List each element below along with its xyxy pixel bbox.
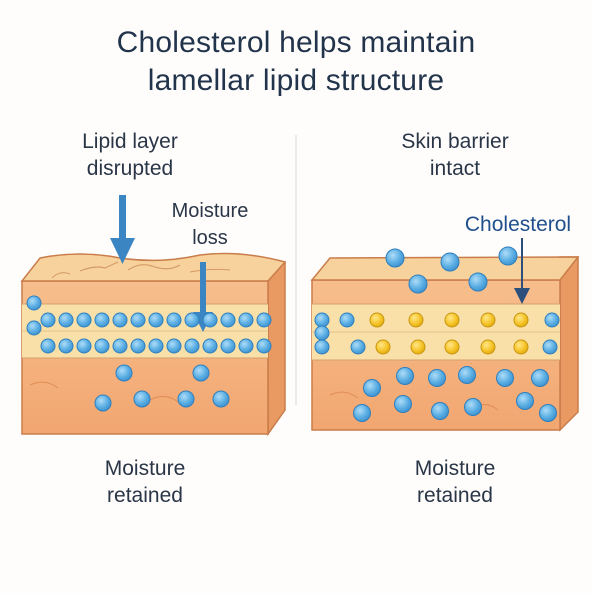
lipid-molecule bbox=[314, 339, 330, 355]
lipid-disrupted-arrow bbox=[110, 195, 135, 264]
lipid-molecule bbox=[130, 338, 146, 354]
lipid-molecule bbox=[350, 339, 366, 355]
water-droplet bbox=[428, 369, 446, 387]
lipid-molecule bbox=[256, 338, 272, 354]
cholesterol-molecule bbox=[444, 339, 460, 355]
left-bottom-label-1: Moisture bbox=[104, 457, 186, 480]
left-block-top bbox=[20, 252, 287, 282]
lipid-molecule bbox=[166, 338, 182, 354]
water-droplet bbox=[133, 390, 151, 408]
cholesterol-molecule bbox=[513, 312, 529, 328]
water-droplet bbox=[353, 404, 371, 422]
left-top-label-2: disrupted bbox=[86, 157, 174, 180]
water-droplet bbox=[192, 364, 210, 382]
moisture-loss-label-1: Moisture bbox=[171, 200, 249, 222]
lipid-molecule bbox=[94, 338, 110, 354]
lipid-molecule bbox=[76, 312, 92, 328]
cholesterol-molecule bbox=[480, 339, 496, 355]
lipid-molecule bbox=[238, 312, 254, 328]
lipid-molecule bbox=[148, 338, 164, 354]
lipid-molecule bbox=[339, 312, 355, 328]
water-droplet bbox=[385, 248, 405, 268]
lipid-molecule bbox=[220, 312, 236, 328]
water-droplet bbox=[516, 392, 534, 410]
water-droplet bbox=[394, 395, 412, 413]
water-droplet bbox=[458, 366, 476, 384]
cholesterol-molecule bbox=[410, 339, 426, 355]
water-droplet bbox=[531, 369, 549, 387]
lipid-molecule bbox=[544, 312, 560, 328]
lipid-molecule bbox=[184, 338, 200, 354]
cholesterol-molecule bbox=[513, 339, 529, 355]
lipid-molecule bbox=[202, 338, 218, 354]
cholesterol-molecule bbox=[444, 312, 460, 328]
cholesterol-molecule bbox=[369, 312, 385, 328]
title-line-2: lamellar lipid structure bbox=[147, 64, 445, 97]
lipid-molecule bbox=[58, 312, 74, 328]
water-droplet bbox=[363, 379, 381, 397]
water-droplet bbox=[464, 398, 482, 416]
water-droplet bbox=[212, 390, 230, 408]
water-droplet bbox=[498, 246, 518, 266]
left-bottom-label-2: retained bbox=[107, 484, 183, 507]
cholesterol-molecule bbox=[375, 339, 391, 355]
moisture-loss-label-2: loss bbox=[192, 227, 228, 249]
lipid-molecule bbox=[314, 325, 330, 341]
water-droplet bbox=[431, 402, 449, 420]
lipid-molecule bbox=[112, 338, 128, 354]
water-droplet bbox=[440, 252, 460, 272]
right-block-side bbox=[559, 256, 579, 432]
lipid-molecule bbox=[184, 312, 200, 328]
cholesterol-molecule bbox=[480, 312, 496, 328]
lipid-molecule bbox=[542, 339, 558, 355]
molecule-dots bbox=[26, 246, 560, 422]
lipid-molecule bbox=[40, 312, 56, 328]
title-line-1: Cholesterol helps maintain bbox=[116, 26, 476, 59]
lipid-molecule bbox=[238, 338, 254, 354]
lipid-molecule bbox=[202, 312, 218, 328]
lipid-molecule bbox=[112, 312, 128, 328]
lipid-molecule bbox=[256, 312, 272, 328]
water-droplet bbox=[177, 390, 195, 408]
water-droplet bbox=[94, 394, 112, 412]
water-droplet bbox=[396, 367, 414, 385]
water-droplet bbox=[539, 404, 557, 422]
lipid-molecule bbox=[94, 312, 110, 328]
water-droplet bbox=[408, 274, 428, 294]
water-droplet bbox=[115, 364, 133, 382]
lipid-molecule bbox=[26, 295, 42, 311]
lipid-molecule bbox=[314, 312, 330, 328]
cholesterol-molecule bbox=[408, 312, 424, 328]
lipid-molecule bbox=[26, 320, 42, 336]
lipid-molecule bbox=[76, 338, 92, 354]
lipid-molecule bbox=[220, 338, 236, 354]
lipid-molecule bbox=[40, 338, 56, 354]
cholesterol-label: Cholesterol bbox=[464, 213, 572, 236]
right-bottom-label-1: Moisture bbox=[414, 457, 496, 480]
right-top-label-2: intact bbox=[429, 157, 481, 180]
water-droplet bbox=[496, 369, 514, 387]
right-bottom-label-2: retained bbox=[417, 484, 493, 507]
right-top-label-1: Skin barrier bbox=[401, 130, 509, 153]
water-droplet bbox=[468, 272, 488, 292]
lipid-molecule bbox=[58, 338, 74, 354]
lipid-molecule bbox=[148, 312, 164, 328]
lipid-molecule bbox=[166, 312, 182, 328]
lipid-molecule bbox=[130, 312, 146, 328]
left-top-label-1: Lipid layer bbox=[82, 130, 178, 153]
